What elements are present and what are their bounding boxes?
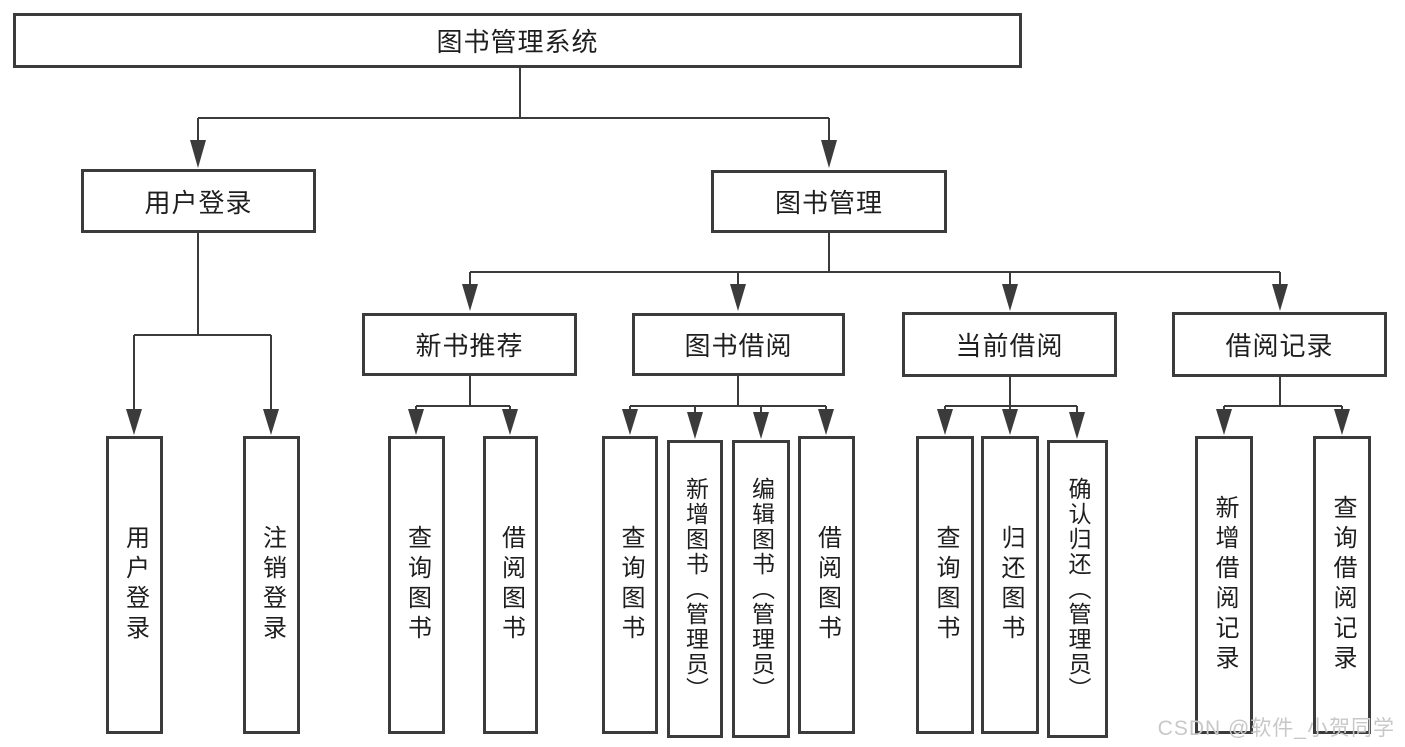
- node-label: 新增图书（管理员）: [682, 476, 709, 702]
- node-label: 用户登录: [144, 187, 253, 218]
- node-new-book-recommendation: 新书推荐: [362, 313, 577, 376]
- node-label: 查询借阅记录: [1329, 495, 1356, 675]
- node-user-login-branch: 用户登录: [81, 169, 316, 233]
- node-label: 借阅图书: [813, 525, 841, 645]
- leaf-logout-login: 注销登录: [243, 436, 300, 734]
- node-label: 借阅图书: [497, 525, 525, 645]
- node-label: 查询图书: [403, 525, 431, 645]
- watermark-text: CSDN @软件_小贺同学: [1157, 717, 1395, 740]
- leaf-edit-books-admin: 编辑图书（管理员）: [732, 440, 790, 738]
- node-label: 图书借阅: [684, 331, 793, 361]
- node-label: 注销登录: [258, 525, 286, 645]
- leaf-add-borrow-record: 新增借阅记录: [1195, 436, 1253, 734]
- leaf-borrow-books-borrowing: 借阅图书: [798, 436, 855, 734]
- leaf-query-books-borrowing: 查询图书: [602, 436, 658, 734]
- node-label: 确认归还（管理员）: [1065, 476, 1091, 702]
- node-label: 归还图书: [997, 525, 1024, 645]
- leaf-query-books-recommendation: 查询图书: [388, 436, 445, 734]
- node-book-management: 图书管理: [711, 170, 947, 233]
- leaf-return-books: 归还图书: [981, 436, 1039, 734]
- node-label: 用户登录: [121, 525, 149, 645]
- leaf-borrow-books-recommendation: 借阅图书: [483, 436, 538, 734]
- node-label: 图书管理: [774, 188, 883, 218]
- leaf-query-books-current: 查询图书: [916, 436, 974, 734]
- node-label: 新书推荐: [415, 331, 524, 361]
- node-label: 借阅记录: [1225, 331, 1334, 361]
- leaf-confirm-return-admin: 确认归还（管理员）: [1047, 440, 1108, 738]
- node-label: 新增借阅记录: [1211, 495, 1238, 675]
- node-borrowing-records: 借阅记录: [1172, 312, 1387, 377]
- node-book-borrowing: 图书借阅: [632, 313, 845, 376]
- node-current-borrowing: 当前借阅: [902, 312, 1117, 377]
- node-label: 图书管理系统: [436, 27, 599, 57]
- node-label: 查询图书: [617, 525, 644, 645]
- leaf-user-login: 用户登录: [106, 436, 163, 734]
- node-label: 查询图书: [932, 525, 959, 645]
- node-label: 编辑图书（管理员）: [748, 476, 775, 702]
- leaf-add-books-admin: 新增图书（管理员）: [667, 440, 723, 738]
- node-library-management-system: 图书管理系统: [13, 13, 1022, 68]
- node-label: 当前借阅: [955, 331, 1064, 361]
- leaf-query-borrow-record: 查询借阅记录: [1313, 436, 1371, 734]
